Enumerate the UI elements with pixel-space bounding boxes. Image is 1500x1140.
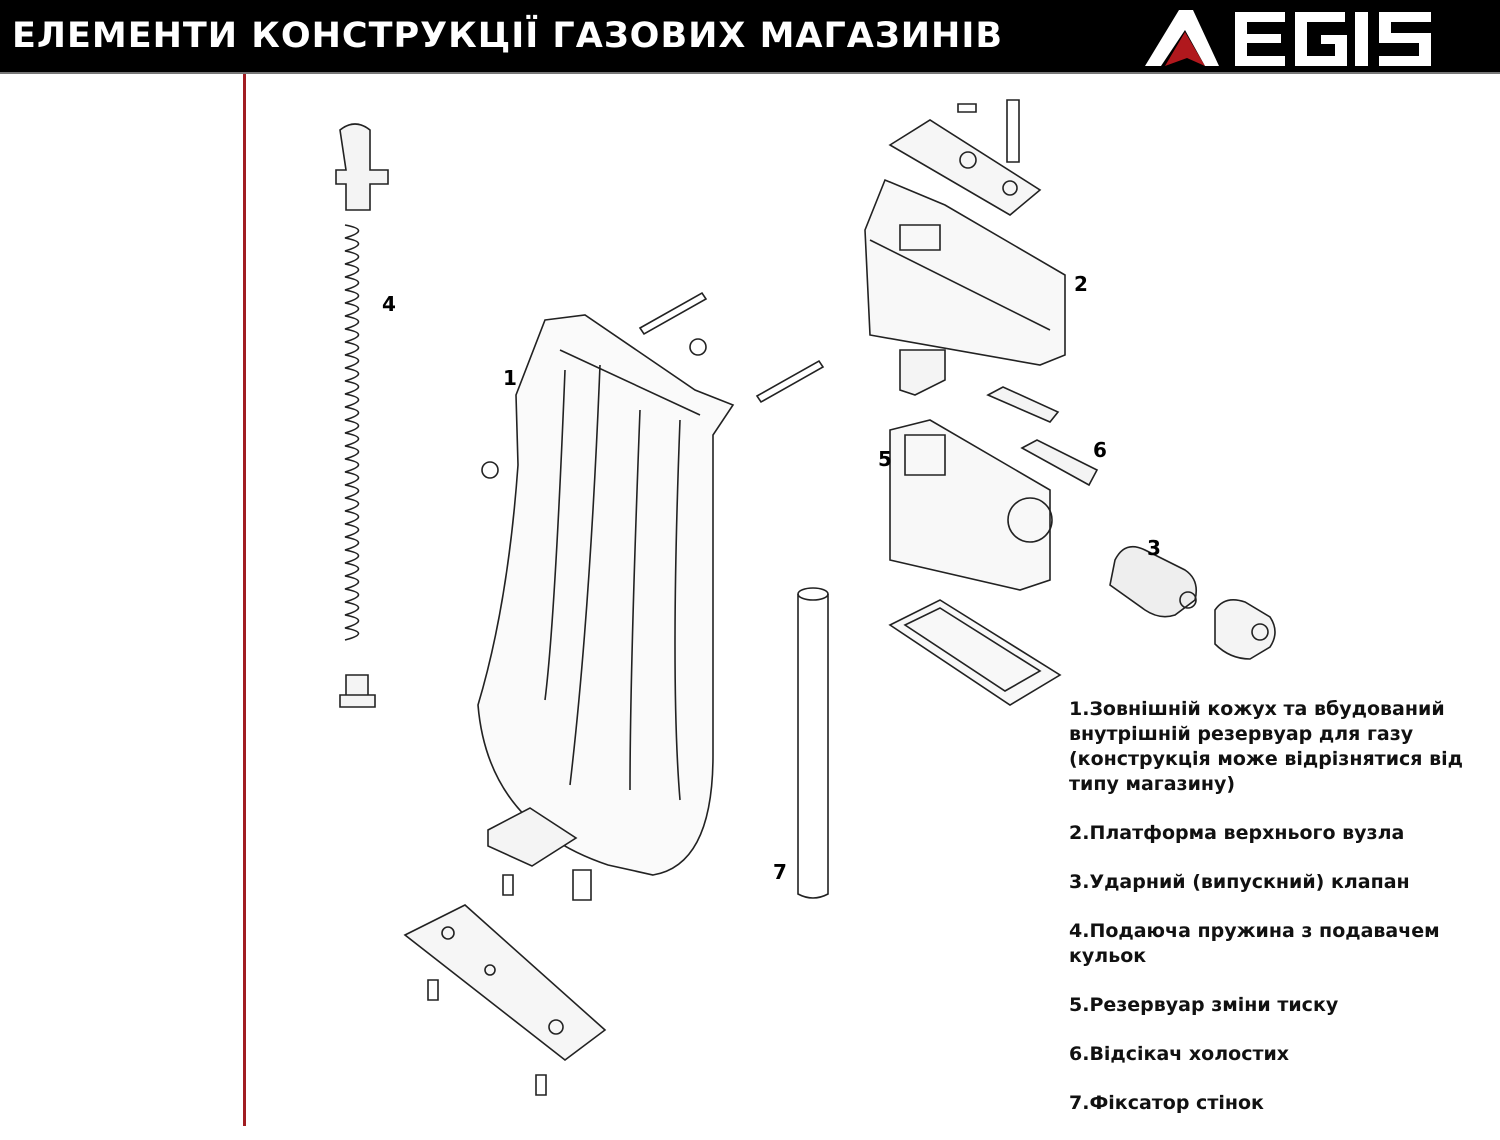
top-plate-icon bbox=[888, 99, 1042, 216]
pin-icon bbox=[638, 291, 825, 404]
legend-item: 6.Відсікач холостих bbox=[1069, 1043, 1290, 1065]
cutoff-lever-icon bbox=[986, 386, 1099, 487]
wall-rod-icon bbox=[797, 587, 829, 899]
page-title: ЕЛЕМЕНТИ КОНСТРУКЦІЇ ГАЗОВИХ МАГАЗИНІВ bbox=[12, 16, 1004, 56]
divider-line bbox=[243, 74, 246, 1126]
parts-legend: 1.Зовнішній кожух та вбудований внутрішн… bbox=[1069, 697, 1500, 1140]
magazine-body-icon bbox=[477, 314, 735, 876]
legend-item: 7.Фіксатор стінок bbox=[1069, 1092, 1264, 1114]
part-number-4: 4 bbox=[382, 292, 396, 316]
base-plate-icon bbox=[403, 904, 607, 1062]
header-bar: ЕЛЕМЕНТИ КОНСТРУКЦІЇ ГАЗОВИХ МАГАЗИНІВ bbox=[0, 0, 1500, 74]
spring-icon bbox=[344, 224, 360, 641]
gasket-icon bbox=[888, 599, 1062, 706]
legend-item: 3.Ударний (випускний) клапан bbox=[1069, 871, 1410, 893]
exploded-view-drawing bbox=[335, 99, 1276, 1096]
part-number-1: 1 bbox=[503, 366, 517, 390]
pressure-chamber-icon bbox=[889, 349, 1053, 591]
screw-icon bbox=[481, 338, 707, 479]
legend-item: 4.Подаюча пружина з подавачем кульок bbox=[1069, 920, 1440, 967]
base-block-icon bbox=[487, 807, 578, 867]
part-number-3: 3 bbox=[1147, 536, 1161, 560]
screw-icon bbox=[427, 869, 592, 1096]
aegis-logo bbox=[1145, 10, 1431, 66]
top-platform-icon bbox=[864, 178, 1066, 366]
part-number-6: 6 bbox=[1093, 438, 1107, 462]
part-number-2: 2 bbox=[1074, 272, 1088, 296]
legend-item: 1.Зовнішній кожух та вбудований внутрішн… bbox=[1069, 698, 1463, 795]
follower-icon bbox=[335, 123, 389, 211]
part-number-7: 7 bbox=[773, 860, 787, 884]
valve-icon bbox=[1109, 545, 1276, 660]
legend-item: 5.Резервуар зміни тиску bbox=[1069, 994, 1339, 1016]
base-plug-icon bbox=[339, 674, 376, 708]
legend-item: 2.Платформа верхнього вузла bbox=[1069, 822, 1405, 844]
part-number-5: 5 bbox=[878, 447, 892, 471]
